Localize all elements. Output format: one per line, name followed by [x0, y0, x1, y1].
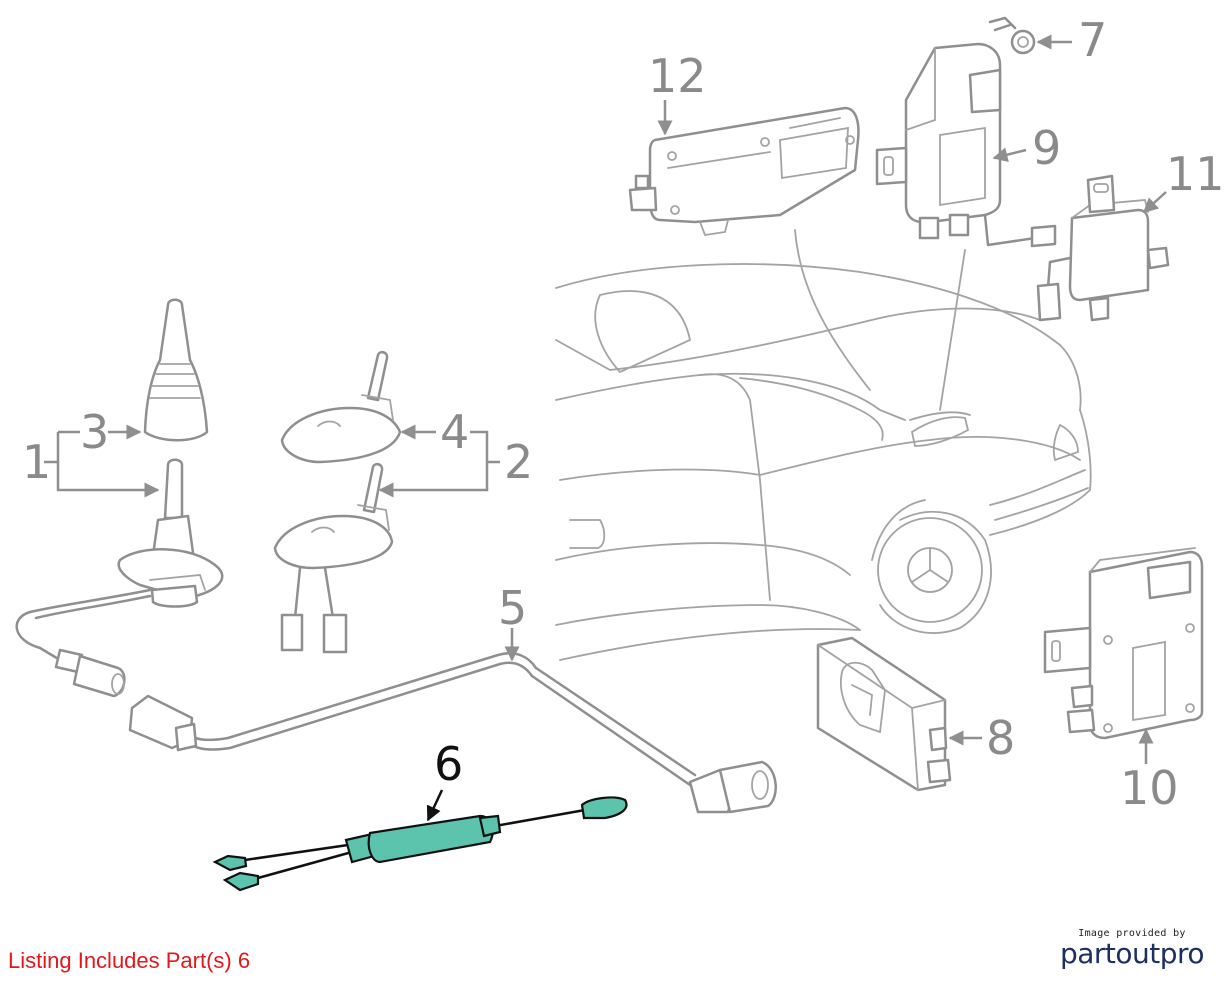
image-credit: Image provided by partoutpro [1052, 928, 1212, 970]
part-3-antenna-mast [143, 298, 209, 442]
partoutpro-logo: partoutpro [1059, 937, 1205, 970]
part-2-antenna-shark [273, 462, 394, 654]
part-11-module [1036, 174, 1170, 322]
callout-8: 8 [986, 711, 1015, 765]
callout-1: 1 [22, 435, 51, 489]
part-5-cable [128, 651, 777, 814]
part-8-module [816, 636, 952, 792]
part-1-antenna-base [117, 458, 224, 608]
callout-3: 3 [80, 405, 109, 459]
part-4-antenna-shark [280, 350, 402, 464]
part-9-module [875, 42, 1057, 248]
listing-includes-label: Listing Includes Part(s) 6 [8, 948, 251, 973]
callout-12: 12 [648, 49, 707, 103]
part-6-antenna-amplifier [212, 796, 628, 892]
part-10-module [1043, 547, 1204, 740]
callout-6: 6 [434, 737, 463, 791]
leader-lines [44, 34, 1167, 822]
credit-caption: Image provided by [1078, 928, 1186, 939]
car-illustration [555, 229, 1092, 661]
callout-11: 11 [1166, 147, 1224, 201]
callout-4: 4 [440, 405, 469, 459]
part-12-module [628, 106, 860, 236]
callout-7: 7 [1078, 13, 1107, 67]
callout-2: 2 [504, 435, 533, 489]
callout-9: 9 [1032, 121, 1061, 175]
callout-10: 10 [1120, 761, 1179, 815]
callout-numbers: 1 2 3 4 5 6 7 8 9 10 11 12 [22, 13, 1224, 815]
part-7-clip [988, 16, 1036, 55]
antenna-cable [15, 588, 152, 698]
callout-5: 5 [498, 581, 527, 635]
